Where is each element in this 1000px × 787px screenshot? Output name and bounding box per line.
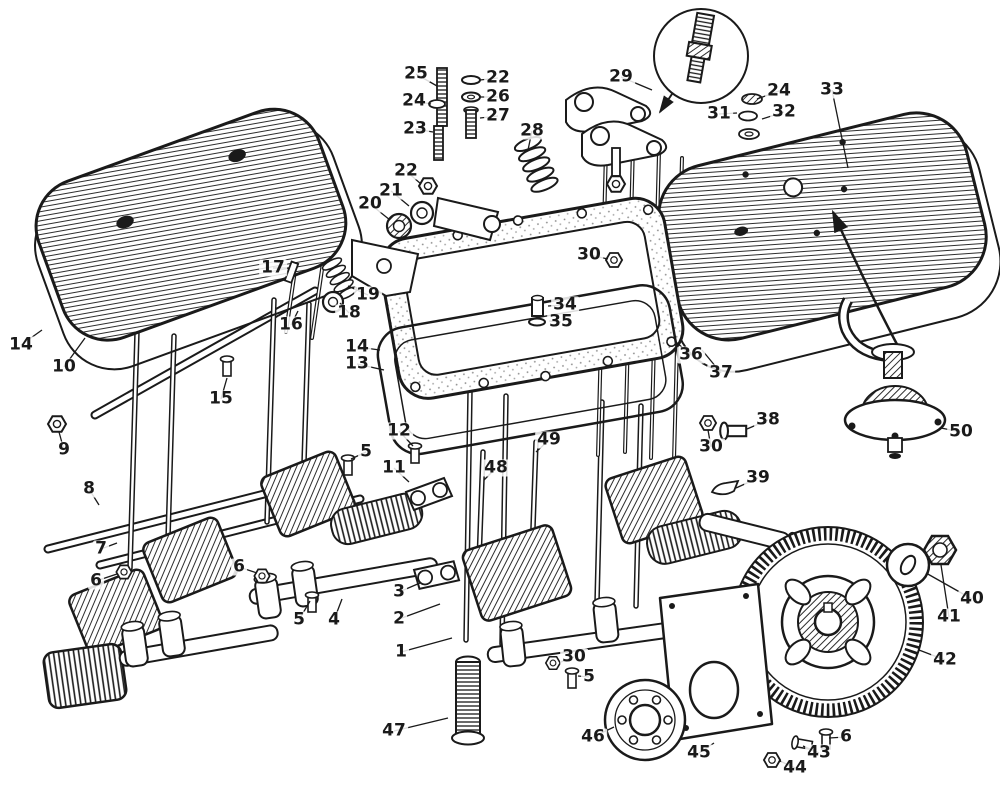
breather-assembly bbox=[837, 297, 947, 459]
part-number-38: 38 bbox=[754, 409, 782, 430]
part-number-36: 36 bbox=[677, 344, 705, 365]
part-number-2: 2 bbox=[391, 608, 407, 629]
part-number-14: 14 bbox=[7, 334, 35, 355]
left-valve-cover bbox=[34, 107, 363, 371]
part-number-30: 30 bbox=[697, 436, 725, 457]
part-number-47: 47 bbox=[380, 720, 408, 741]
part-number-22: 22 bbox=[392, 160, 420, 181]
part-number-44: 44 bbox=[781, 757, 809, 778]
rocker-bushing-cluster bbox=[385, 177, 501, 242]
part-number-6: 6 bbox=[231, 556, 247, 577]
rocker-arms bbox=[565, 86, 668, 193]
part-number-45: 45 bbox=[685, 742, 713, 763]
part-number-3: 3 bbox=[391, 581, 407, 602]
part-number-24: 24 bbox=[765, 80, 793, 101]
part-number-35: 35 bbox=[547, 311, 575, 332]
rocker-stand bbox=[351, 238, 420, 298]
part-number-30: 30 bbox=[575, 244, 603, 265]
part-number-29: 29 bbox=[607, 66, 635, 87]
part-number-46: 46 bbox=[579, 726, 607, 747]
part-number-11: 11 bbox=[380, 457, 408, 478]
cover-plate bbox=[658, 582, 774, 742]
part-number-33: 33 bbox=[818, 79, 846, 100]
part-number-32: 32 bbox=[770, 101, 798, 122]
part-number-12: 12 bbox=[385, 420, 413, 441]
part-number-22: 22 bbox=[484, 67, 512, 88]
part-number-30: 30 bbox=[560, 646, 588, 667]
part-number-40: 40 bbox=[958, 588, 986, 609]
part-number-21: 21 bbox=[377, 180, 405, 201]
part-number-24: 24 bbox=[400, 90, 428, 111]
part-number-48: 48 bbox=[482, 457, 510, 478]
part-number-18: 18 bbox=[335, 302, 363, 323]
part-number-10: 10 bbox=[50, 356, 78, 377]
part-number-15: 15 bbox=[207, 388, 235, 409]
part-number-13: 13 bbox=[343, 353, 371, 374]
part-number-19: 19 bbox=[354, 284, 382, 305]
part-number-25: 25 bbox=[402, 63, 430, 84]
rocker-shafts bbox=[42, 492, 744, 710]
part-number-20: 20 bbox=[356, 193, 384, 214]
part-number-37: 37 bbox=[707, 362, 735, 383]
detail-balloon bbox=[653, 8, 749, 114]
part-number-14: 14 bbox=[343, 336, 371, 357]
part-number-31: 31 bbox=[705, 103, 733, 124]
part-number-49: 49 bbox=[535, 429, 563, 450]
mounting-plates bbox=[68, 450, 704, 656]
part-number-16: 16 bbox=[277, 314, 305, 335]
part-number-7: 7 bbox=[93, 538, 109, 559]
part-number-6: 6 bbox=[838, 726, 854, 747]
part-number-23: 23 bbox=[401, 118, 429, 139]
end-flange bbox=[603, 678, 687, 762]
fastener-column bbox=[428, 67, 481, 161]
part-number-41: 41 bbox=[935, 606, 963, 627]
part-number-39: 39 bbox=[744, 467, 772, 488]
part-number-4: 4 bbox=[326, 609, 342, 630]
part-number-26: 26 bbox=[484, 86, 512, 107]
part-number-6: 6 bbox=[88, 570, 104, 591]
part-number-8: 8 bbox=[81, 478, 97, 499]
pin-spring-washer bbox=[283, 255, 360, 314]
part-number-42: 42 bbox=[931, 649, 959, 670]
part-number-50: 50 bbox=[947, 421, 975, 442]
sleeve-washer bbox=[528, 294, 546, 327]
breather-flow-arrow bbox=[831, 209, 902, 351]
part-number-5: 5 bbox=[291, 609, 307, 630]
part-number-28: 28 bbox=[518, 120, 546, 141]
part-number-34: 34 bbox=[551, 294, 579, 315]
gear-washer-nut bbox=[885, 534, 958, 588]
part-number-1: 1 bbox=[393, 641, 409, 662]
part-number-43: 43 bbox=[805, 742, 833, 763]
mounting-stud bbox=[451, 655, 485, 746]
part-number-5: 5 bbox=[581, 666, 597, 687]
part-number-5: 5 bbox=[358, 441, 374, 462]
timing-gear bbox=[732, 526, 924, 718]
part-number-17: 17 bbox=[259, 257, 287, 278]
part-number-27: 27 bbox=[484, 105, 512, 126]
part-number-9: 9 bbox=[56, 439, 72, 460]
